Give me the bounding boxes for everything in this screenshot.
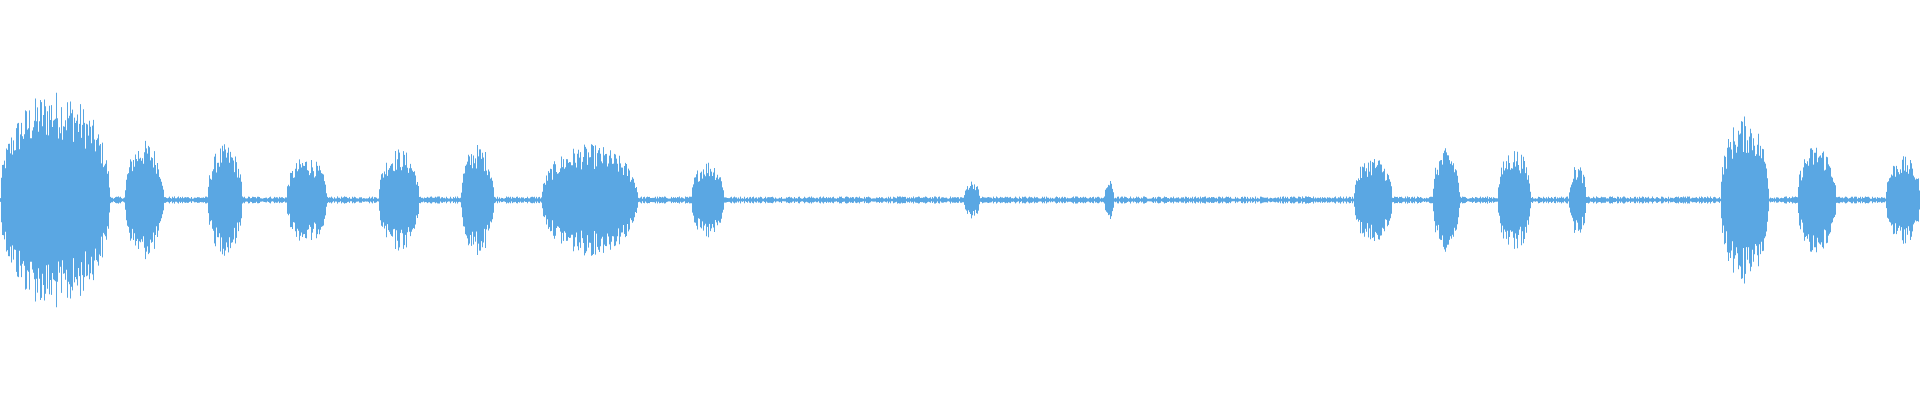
waveform-path: [0, 92, 1920, 308]
waveform-bars: [0, 92, 1920, 308]
